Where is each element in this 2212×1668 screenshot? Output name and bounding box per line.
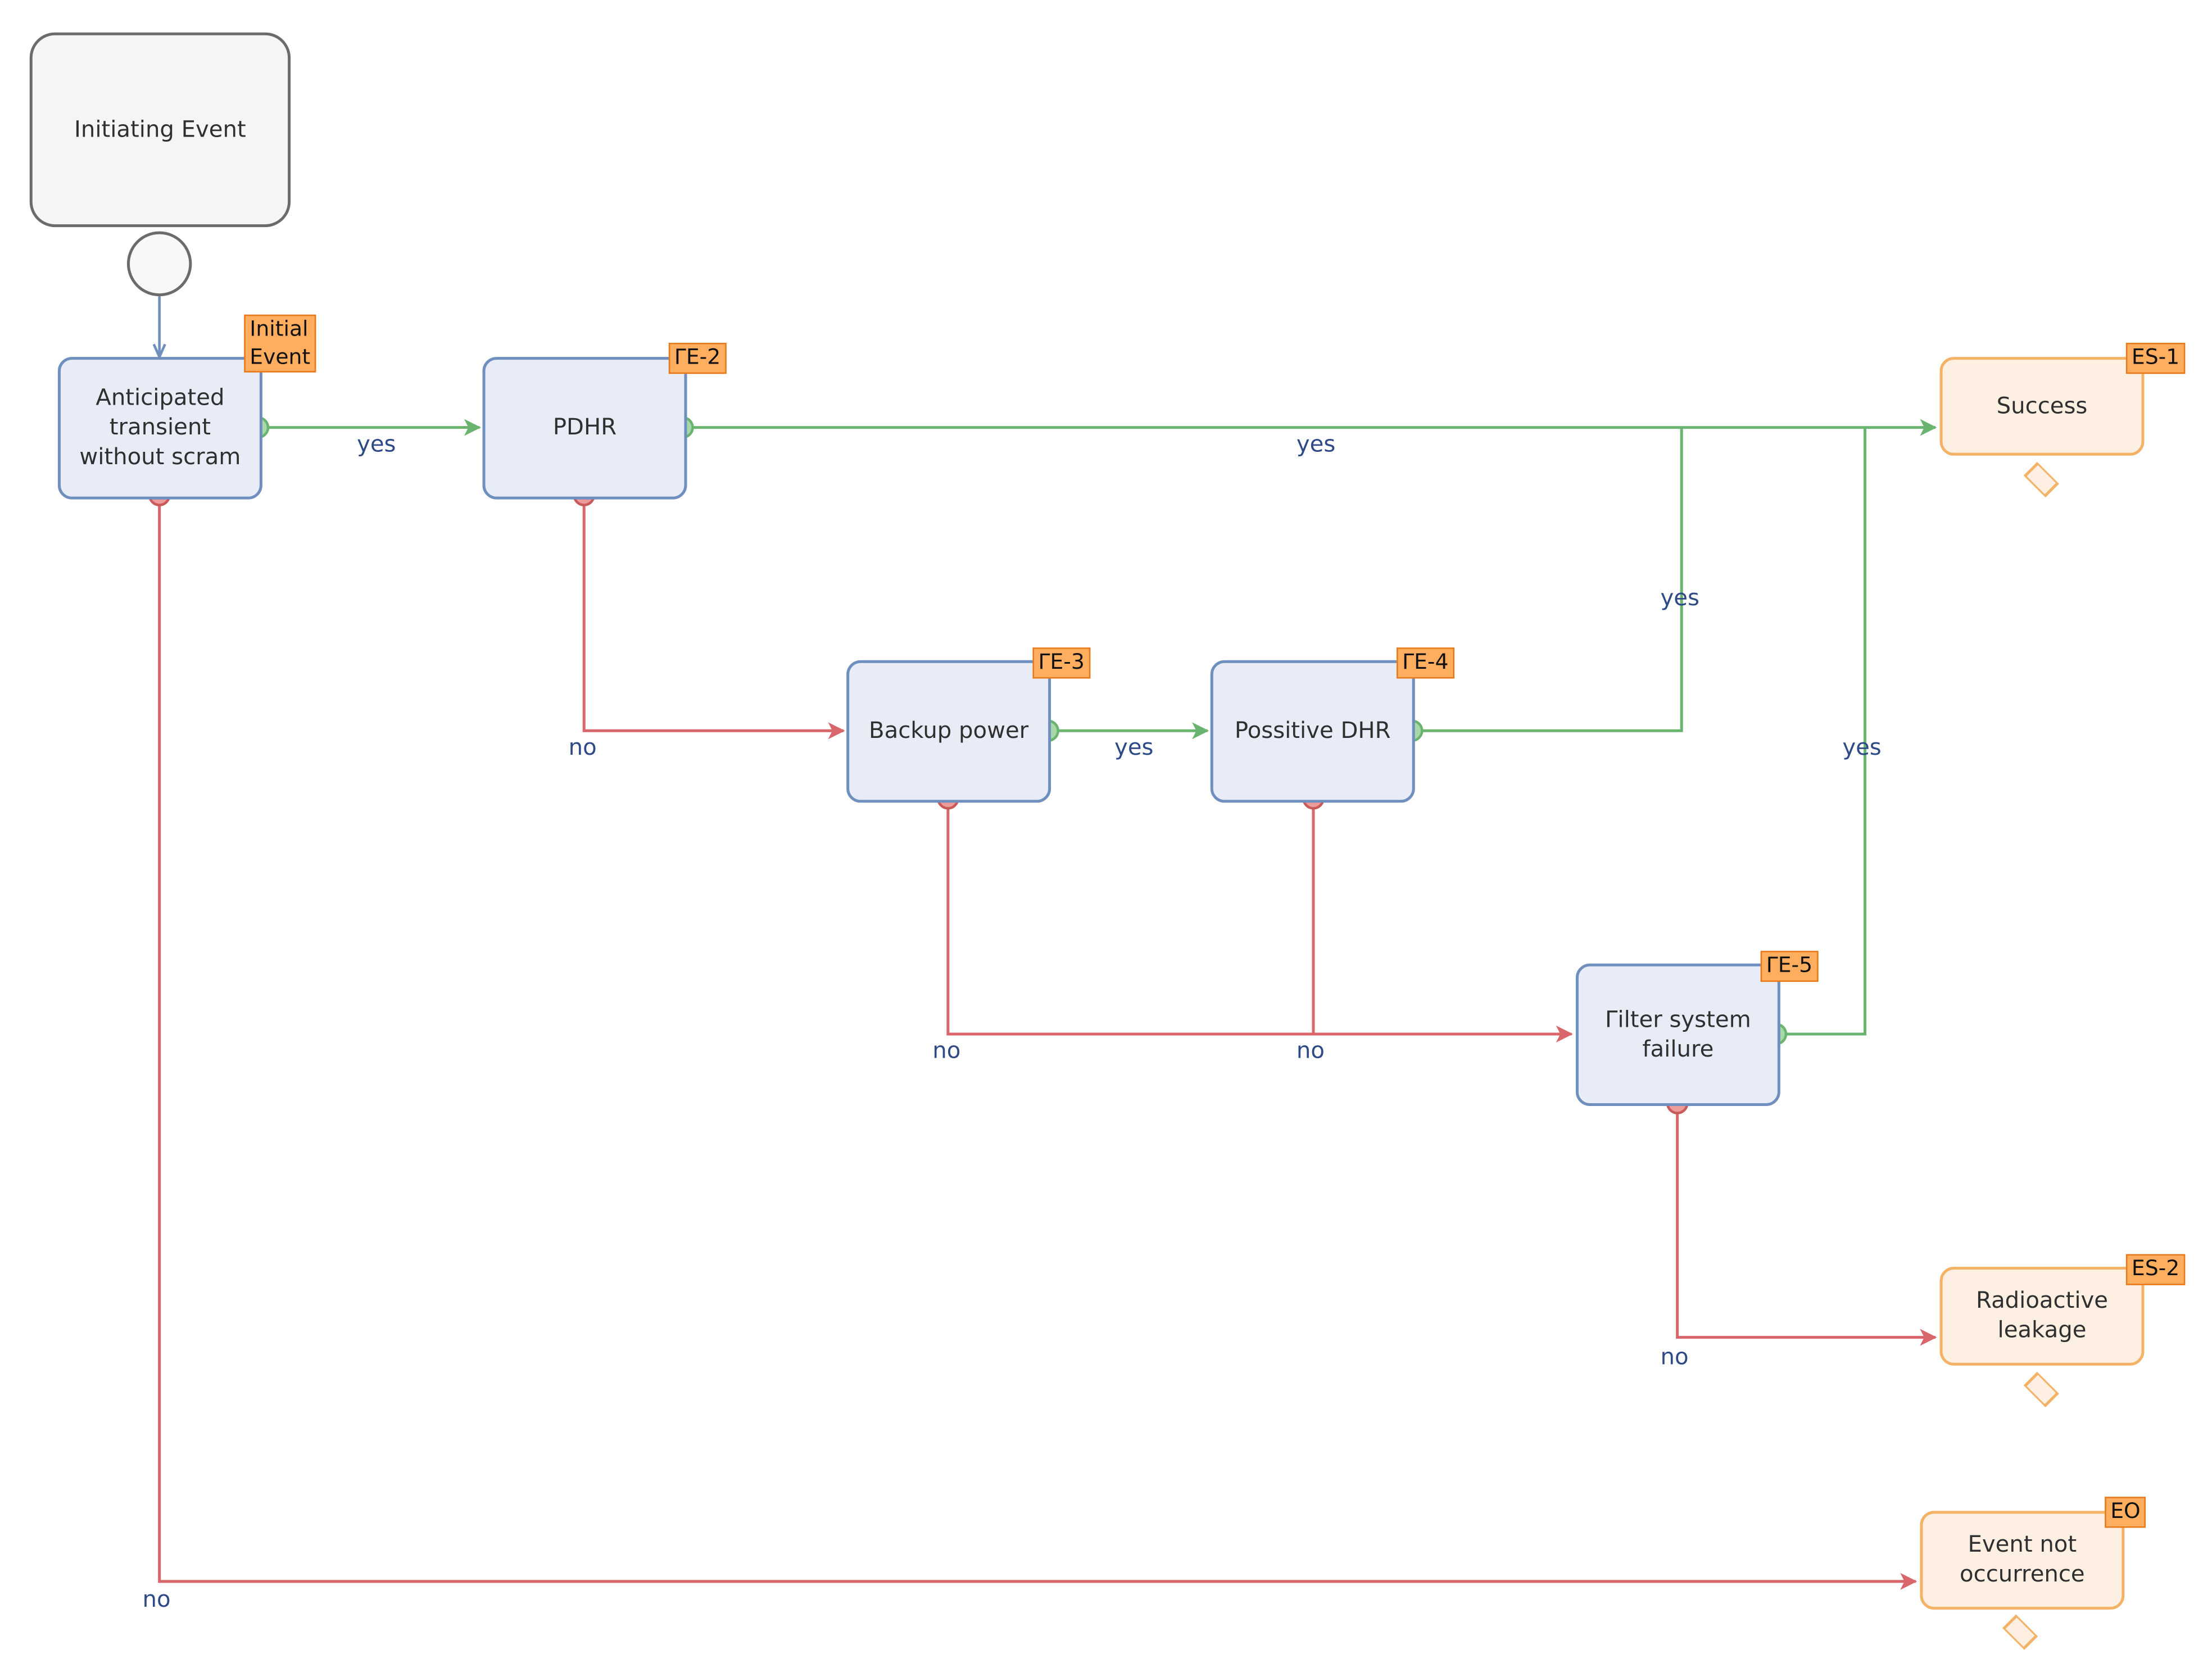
edge-label-pdhr-yes: yes	[1296, 430, 1336, 457]
backup-power-label: Backup power	[869, 717, 1029, 744]
success-label: Success	[1996, 391, 2088, 419]
edge-filter-yes	[1776, 427, 1866, 1036]
function-event-filter-system[interactable]: Γilter system failure	[1575, 963, 1780, 1106]
success-tag: ES-1	[2125, 342, 2186, 373]
initiating-event-box[interactable]: Initiating Event	[29, 32, 291, 228]
initiating-event-label: Initiating Event	[74, 115, 246, 142]
backup-power-tag: ΓE-3	[1032, 647, 1090, 678]
edge-backup-no	[946, 798, 1573, 1043]
edge-pdhr-no	[582, 495, 845, 740]
function-event-atws[interactable]: Anticipated transient without scram	[57, 357, 262, 500]
filter-system-label: Γilter system failure	[1605, 1005, 1751, 1062]
edge-label-positive-yes: yes	[1660, 584, 1699, 611]
function-event-backup-power[interactable]: Backup power	[846, 660, 1051, 803]
edge-label-backup-no: no	[932, 1036, 961, 1064]
function-event-positive-dhr[interactable]: Possitive DHR	[1210, 660, 1415, 803]
edge-atws-no	[158, 495, 1918, 1590]
end-state-radioactive-leakage[interactable]: Radioactive leakage	[1939, 1267, 2145, 1366]
initiating-event-hub[interactable]	[126, 231, 192, 297]
non-occurrence-label: Event not occurrence	[1960, 1531, 2085, 1587]
edge-label-atws-no: no	[142, 1585, 171, 1613]
edge-label-pdhr-no: no	[568, 733, 597, 760]
positive-dhr-label: Possitive DHR	[1234, 717, 1391, 744]
atws-tag: Initial Event	[244, 314, 316, 373]
leakage-tag: ES-2	[2125, 1254, 2186, 1285]
end-state-success[interactable]: Success	[1939, 357, 2145, 456]
edge-label-filter-no: no	[1660, 1343, 1689, 1370]
pdhr-tag: ΓE-2	[668, 342, 727, 373]
edge-positive-yes	[1412, 427, 1683, 732]
filter-system-tag: ΓE-5	[1760, 950, 1819, 981]
positive-dhr-tag: ΓE-4	[1397, 647, 1454, 678]
edge-label-filter-yes: yes	[1842, 733, 1882, 760]
end-state-event-not-occurrence[interactable]: Event not occurrence	[1920, 1511, 2125, 1610]
pdhr-label: PDHR	[552, 413, 617, 441]
non-occurrence-tag: EO	[2105, 1497, 2146, 1528]
leakage-label: Radioactive leakage	[1976, 1286, 2108, 1343]
function-event-pdhr[interactable]: PDHR	[482, 357, 687, 500]
edge-filter-no	[1676, 1103, 1937, 1346]
atws-label: Anticipated transient without scram	[79, 384, 241, 470]
edge-label-positive-no: no	[1296, 1036, 1325, 1064]
start-arrowhead	[152, 343, 166, 360]
edge-label-backup-yes: yes	[1114, 733, 1154, 760]
edge-label-atws-yes: yes	[357, 430, 396, 457]
